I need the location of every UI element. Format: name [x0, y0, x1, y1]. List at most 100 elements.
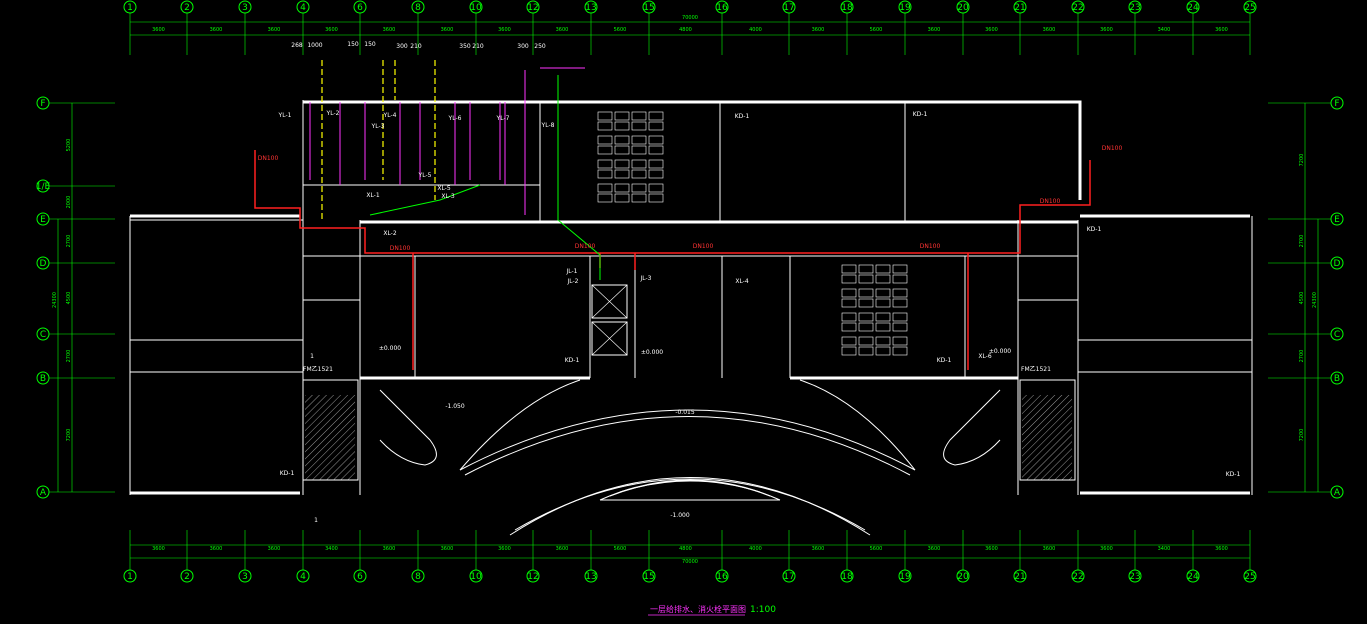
dimension-right: 4500 — [1299, 292, 1305, 305]
dimension-bottom: 4800 — [679, 546, 692, 552]
misc-label: KD-1 — [565, 357, 580, 364]
axis-label: E — [1334, 215, 1340, 225]
water-supply-pipes — [369, 75, 601, 280]
pipe-size-label: DN100 — [390, 245, 411, 252]
axis-label: 21 — [1014, 3, 1025, 13]
dimension-left: 7200 — [66, 429, 72, 442]
elevation-label: ±0.000 — [989, 348, 1011, 355]
fire-main-pipe — [254, 150, 1091, 370]
dimension-top: 3600 — [928, 27, 941, 33]
dimension-bottom: 4000 — [749, 546, 762, 552]
axis-label: 18 — [841, 3, 853, 13]
dimension-bottom: 3600 — [985, 546, 998, 552]
dimension-bottom: 3600 — [268, 546, 281, 552]
misc-label: 1 — [314, 517, 318, 524]
axis-label: C — [1334, 330, 1340, 340]
dimension-bottom: 3400 — [1158, 546, 1171, 552]
axis-label: 2 — [184, 3, 190, 13]
axis-label: A — [1334, 488, 1341, 498]
dimension-top: 3600 — [441, 27, 454, 33]
dimension-top: 3600 — [1043, 27, 1056, 33]
small-dimension: 350 — [459, 43, 471, 50]
axis-label: 3 — [242, 572, 248, 582]
dimension-top: 3600 — [985, 27, 998, 33]
axis-label: 19 — [899, 3, 911, 13]
yellow-risers — [321, 60, 436, 220]
seating-lower-hall — [841, 264, 908, 356]
dimension-right: 2700 — [1299, 235, 1305, 248]
axis-label: 8 — [415, 572, 421, 582]
axis-label: 22 — [1072, 3, 1083, 13]
axis-label: 3 — [242, 3, 248, 13]
axis-label: 23 — [1129, 3, 1140, 13]
axis-label: 4 — [300, 572, 306, 582]
axis-label: 6 — [357, 3, 363, 13]
axis-label: 25 — [1244, 3, 1255, 13]
axis-label: 1 — [127, 572, 133, 582]
dimension-bottom: 3600 — [383, 546, 396, 552]
dimension-right: 7200 — [1299, 154, 1305, 167]
axis-label: 13 — [585, 3, 596, 13]
axis-label: B — [1334, 374, 1340, 384]
small-dimension: 150 — [347, 41, 359, 48]
elevation-label: -1.050 — [445, 403, 465, 410]
axis-label: D — [1334, 259, 1341, 269]
axis-label: 12 — [527, 3, 538, 13]
seating-upper-hall — [597, 111, 664, 203]
riser-label: XL-3 — [441, 193, 455, 200]
riser-label: YL-2 — [326, 110, 340, 117]
dimension-top: 3600 — [1100, 27, 1113, 33]
dimension-right: 2700 — [1299, 350, 1305, 363]
axis-label: 16 — [716, 572, 728, 582]
small-dimension: 210 — [472, 43, 484, 50]
dimension-left: 2700 — [66, 350, 72, 363]
total-dimension: 70000 — [682, 15, 698, 21]
misc-label: KD-1 — [280, 470, 295, 477]
dimension-bottom: 3600 — [556, 546, 569, 552]
drawing-scale: 1:100 — [750, 605, 776, 615]
pipe-size-label: DN100 — [258, 155, 279, 162]
dimension-top: 3400 — [1158, 27, 1171, 33]
dimension-bottom: 3600 — [210, 546, 223, 552]
axis-label: C — [40, 330, 46, 340]
axis-label: B — [40, 374, 46, 384]
pipe-size-label: DN100 — [575, 243, 596, 250]
dimension-top: 5600 — [870, 27, 883, 33]
dimension-top: 3600 — [383, 27, 396, 33]
small-dimension: 250 — [534, 43, 546, 50]
misc-label: 1 — [310, 353, 314, 360]
riser-label: JL-2 — [567, 278, 579, 285]
elevation-label: ±0.000 — [379, 345, 401, 352]
pipe-size-label: DN100 — [1040, 198, 1061, 205]
dimension-top: 5600 — [614, 27, 627, 33]
dimension-left: 4500 — [66, 292, 72, 305]
axis-label: 24 — [1187, 3, 1199, 13]
axis-label: 19 — [899, 572, 911, 582]
entrance-arcs — [379, 379, 1001, 536]
dimension-bottom: 3600 — [812, 546, 825, 552]
stair-hatch-right — [1022, 395, 1072, 480]
riser-label: XL-2 — [383, 230, 397, 237]
riser-label: XL-1 — [366, 192, 380, 199]
dimension-bottom: 3600 — [928, 546, 941, 552]
riser-label: JL-3 — [640, 275, 652, 282]
dimension-bottom: 5600 — [870, 546, 883, 552]
axis-label: 1 — [127, 3, 133, 13]
axis-label: 25 — [1244, 572, 1255, 582]
axis-label: 16 — [716, 3, 728, 13]
small-dimension: 1000 — [307, 42, 322, 49]
dimension-top: 3600 — [325, 27, 338, 33]
axis-label: A — [40, 488, 47, 498]
dimension-top: 3600 — [268, 27, 281, 33]
riser-label: YL-1 — [278, 112, 292, 119]
axis-label: 15 — [643, 3, 654, 13]
axis-label: 21 — [1014, 572, 1025, 582]
dimension-right-total: 24300 — [1312, 292, 1318, 308]
misc-label: KD-1 — [1087, 226, 1102, 233]
elevation-label: ±0.000 — [641, 349, 663, 356]
axis-label: 10 — [470, 3, 482, 13]
axis-label: 1/E — [36, 182, 51, 192]
